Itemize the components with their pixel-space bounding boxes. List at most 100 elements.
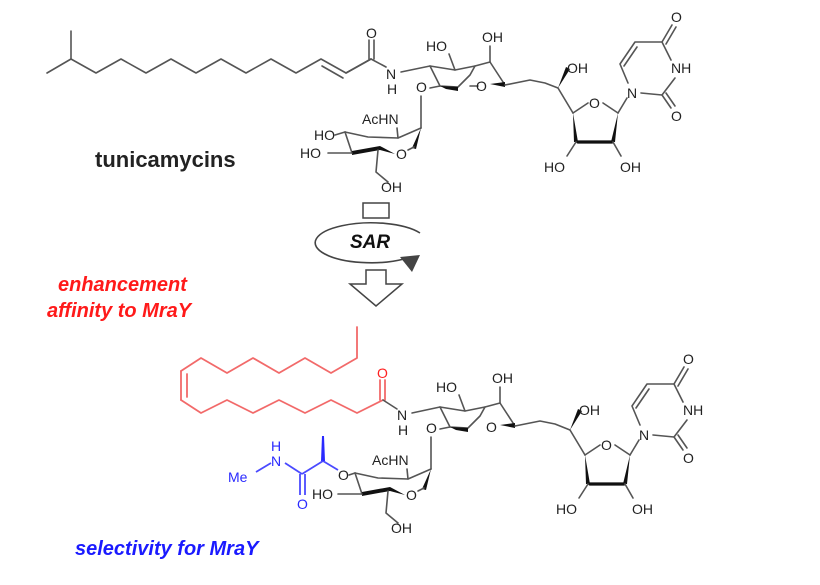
top-ribose-wedge2: [611, 113, 618, 142]
bottom-uracil-nh: NH: [683, 402, 703, 418]
bottom-amide-o: O: [377, 365, 388, 381]
bottom-lower-sugar-achn: [406, 468, 409, 480]
bottom-linker-chain: [514, 420, 571, 431]
top-lipid-chain: [46, 58, 372, 74]
top-glyco-bond: [429, 85, 441, 89]
bottom-gal-ho: HO: [436, 379, 457, 395]
top-uracil-n: N: [627, 85, 637, 101]
bottom-glc-ring-o: O: [406, 487, 417, 503]
bottom-nh-n: N: [271, 453, 281, 469]
top-ring-o1: O: [476, 78, 487, 94]
top-uracil-ring: [619, 41, 672, 84]
bottom-me: Me: [228, 469, 248, 485]
bottom-upper-sugar-wedge2: [500, 423, 515, 428]
top-side-oh: OH: [567, 60, 588, 76]
down-arrow-icon: [347, 269, 405, 307]
bottom-uracil-c4o: [673, 366, 685, 385]
top-lower-sugar-ring2: [344, 131, 353, 154]
top-rib-oh: OH: [620, 159, 641, 175]
bottom-n-me-bond: [255, 462, 272, 473]
top-glc-ho1: HO: [314, 127, 335, 143]
annotation-enhancement: enhancement: [58, 274, 188, 296]
top-amide-h: H: [387, 81, 397, 97]
bottom-ribose-n-bond: [629, 439, 640, 456]
top-glc-ch2oh: [375, 149, 389, 183]
top-ribose-ring: [572, 102, 589, 114]
bottom-rib-ho-bond: [578, 483, 589, 499]
bottom-ribose-wedge2: [623, 455, 630, 484]
top-side-oh-wedge: [558, 67, 570, 88]
top-uracil-c2o2: [665, 92, 676, 107]
top-lower-sugar-boldbond: [352, 146, 395, 155]
top-lower-sugar-achn: [396, 127, 399, 139]
annotation-selectivity: selectivity for MraY: [75, 538, 260, 560]
bottom-glc-ether-bond: [348, 472, 356, 476]
bottom-side-oh: OH: [579, 402, 600, 418]
bottom-ring-o: O: [486, 419, 497, 435]
bottom-glc-ch2oh: [385, 490, 399, 524]
bottom-nh-h: H: [271, 438, 281, 454]
top-uracil-ring2: [640, 77, 676, 96]
bottom-gal-oh: OH: [492, 370, 513, 386]
top-upper-sugar-bond: [474, 61, 491, 67]
bottom-lactyl-o-bond: [322, 460, 339, 471]
top-ribose-wedge1: [573, 113, 578, 142]
sar-cycle-ellipse: [314, 222, 421, 264]
top-glyco-o: O: [416, 79, 427, 95]
top-amide-o: O: [366, 25, 377, 41]
sar-cycle: SAR: [314, 202, 421, 307]
top-compound-name: tunicamycins: [95, 147, 236, 172]
top-gal-ho: HO: [426, 38, 447, 54]
top-rib-oh-bond: [612, 141, 622, 157]
top-trans-double-bond: [321, 65, 344, 79]
bottom-achn: AcHN: [372, 452, 409, 468]
bottom-rib-oh: OH: [632, 501, 653, 517]
sar-label: SAR: [350, 232, 390, 253]
top-glc-ring-o-bond: [407, 146, 415, 151]
bottom-amide-h: H: [398, 422, 408, 438]
bottom-side-oh-wedge: [570, 409, 582, 430]
top-gal-ho-bond: [448, 53, 456, 71]
bottom-lactyl-c-co: [301, 460, 324, 475]
bottom-amide-cn: [382, 399, 398, 410]
top-furanose-o: O: [589, 95, 600, 111]
top-ribose-ring2: [602, 102, 619, 114]
bottom-ribose-wedge1: [585, 455, 590, 484]
top-uracil-c2o: [661, 94, 672, 109]
bottom-upper-sugar-bond2: [499, 402, 516, 427]
sar-cycle-arrowhead-icon: [400, 255, 420, 272]
top-gal-oh: OH: [482, 29, 503, 45]
top-amide-n: N: [386, 66, 396, 82]
bottom-uracil-ring2: [652, 419, 688, 438]
bottom-uracil-o-bottom: O: [683, 450, 694, 466]
bottom-uracil-c2o2: [677, 434, 688, 449]
top-uracil-db: [623, 46, 638, 67]
top-upper-sugar-bond2: [489, 61, 506, 86]
bottom-compound: O N H HO OH O O OH O HO OH: [180, 326, 703, 536]
bottom-ribose-ring: [584, 444, 601, 456]
bottom-lactyl-cn: [284, 462, 303, 475]
bottom-amide-n: N: [397, 407, 407, 423]
top-amide-bond: [345, 58, 372, 74]
top-uracil-o-top: O: [671, 9, 682, 25]
bottom-glyco-o: O: [426, 420, 437, 436]
bottom-carbonyl-o: O: [297, 496, 308, 512]
bottom-lipid-upper-chain: [180, 326, 358, 374]
bottom-lactyl-methyl-wedge: [321, 436, 325, 461]
top-uracil-c4o2: [665, 26, 677, 45]
bottom-uracil-db: [635, 388, 650, 409]
bottom-ribose-bond1: [569, 429, 586, 456]
bottom-uracil-ring: [631, 383, 684, 426]
bottom-glc-ho: HO: [312, 486, 333, 502]
sar-stem: [362, 202, 390, 219]
top-upper-sugar-wedge: [440, 86, 458, 91]
bottom-upper-sugar-wedge: [450, 427, 468, 432]
top-amide-cn: [370, 58, 387, 68]
bottom-lower-sugar-ring: [354, 468, 432, 480]
top-glc-ring-o: O: [396, 146, 407, 162]
bottom-uracil-c4o2: [677, 368, 689, 387]
bottom-glc-ether-o: O: [338, 467, 349, 483]
top-upper-sugar-ring: [429, 65, 476, 88]
bottom-glyco-bond: [439, 426, 451, 430]
top-achn: AcHN: [362, 111, 399, 127]
